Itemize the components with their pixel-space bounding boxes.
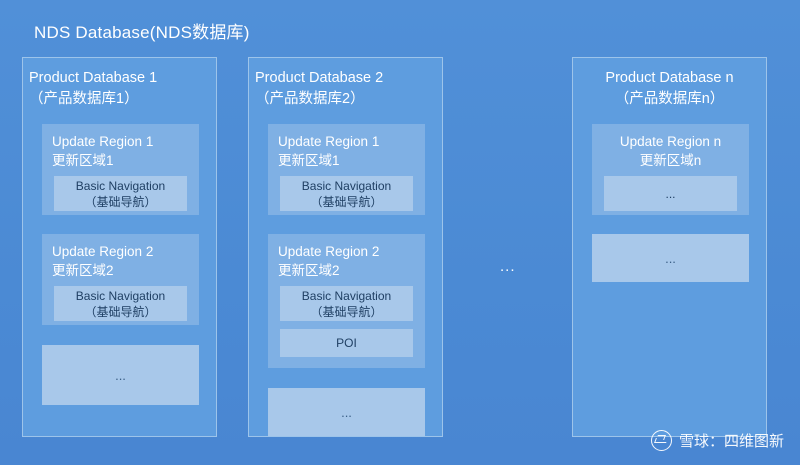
update-region-label: Update Region 1 更新区域1 (278, 134, 380, 168)
update-region-label: Update Region n 更新区域n (619, 134, 722, 168)
poi-block: POI (280, 329, 413, 357)
panel-product-database-2: Product Database 2 （产品数据库2） Update Regio… (248, 57, 443, 437)
basic-navigation-block: Basic Navigation （基础导航） (280, 176, 413, 211)
update-region-label: Update Region 1 更新区域1 (52, 134, 154, 168)
watermark-text: 雪球：四维图新 (678, 433, 784, 450)
update-region: Update Region 1 更新区域1 Basic Navigation （… (42, 124, 199, 215)
update-region: Update Region 2 更新区域2 Basic Navigation （… (268, 234, 425, 368)
watermark: 雪球：四维图新 (650, 430, 784, 451)
basic-navigation-block: Basic Navigation （基础导航） (280, 286, 413, 321)
update-region: Update Region n 更新区域n ... (592, 124, 749, 215)
ellipsis-block: ... (42, 345, 199, 405)
basic-navigation-block: Basic Navigation （基础导航） (54, 176, 187, 211)
panel-title: Product Database 1 （产品数据库1） (29, 70, 158, 107)
panels-ellipsis: ... (500, 258, 516, 275)
update-region: Update Region 1 更新区域1 Basic Navigation （… (268, 124, 425, 215)
update-region-label: Update Region 2 更新区域2 (278, 244, 380, 278)
panel-title: Product Database n （产品数据库n） (605, 70, 734, 107)
update-region: Update Region 2 更新区域2 Basic Navigation （… (42, 234, 199, 325)
page-title: NDS Database(NDS数据库) (34, 23, 250, 42)
basic-navigation-block: Basic Navigation （基础导航） (54, 286, 187, 321)
ellipsis-block: ... (268, 388, 425, 436)
panel-title: Product Database 2 （产品数据库2） (255, 70, 384, 107)
ellipsis-block: ... (592, 234, 749, 282)
region-content-block: ... (604, 176, 737, 211)
panel-product-database-n: Product Database n （产品数据库n） Update Regio… (572, 57, 767, 437)
snowball-logo-icon (650, 430, 672, 451)
panel-product-database-1: Product Database 1 （产品数据库1） Update Regio… (22, 57, 217, 437)
update-region-label: Update Region 2 更新区域2 (52, 244, 154, 278)
